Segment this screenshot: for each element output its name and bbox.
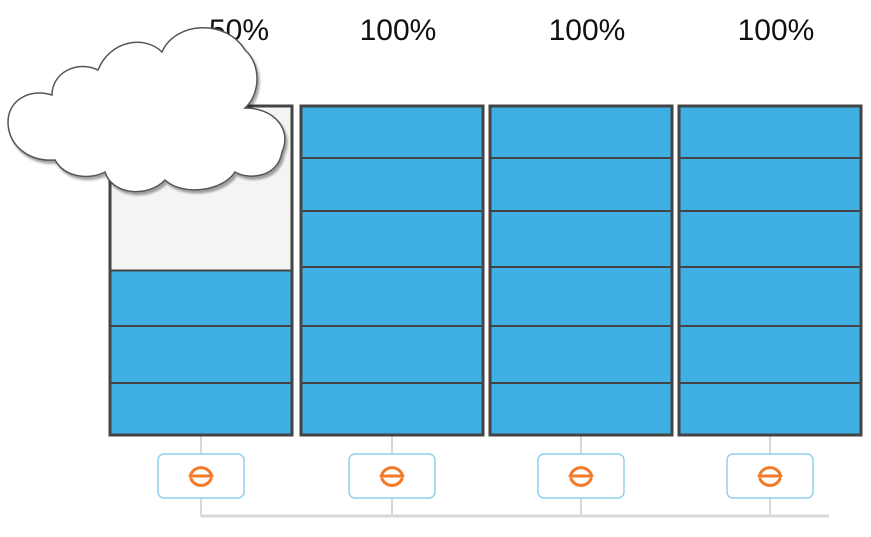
panel-output-label: 100%	[549, 14, 626, 47]
wiring	[200, 435, 829, 518]
power-optimizers	[157, 453, 814, 499]
solar-panel-4	[677, 104, 863, 437]
panel-frame	[677, 104, 863, 437]
panel-output-label: 100%	[360, 14, 437, 47]
power-optimizer-2	[348, 453, 436, 499]
panel-active-cells	[301, 106, 483, 435]
panel-output-label: 100%	[738, 14, 815, 47]
power-optimizer-4	[726, 453, 814, 499]
panel-active-cells	[490, 106, 672, 435]
power-optimizer-icon	[188, 466, 214, 487]
solar-panel-3	[488, 104, 674, 437]
panel-frame	[299, 104, 485, 437]
panel-frame	[488, 104, 674, 437]
power-optimizer-icon	[757, 466, 783, 487]
panel-active-cells	[110, 270, 292, 435]
power-optimizer-3	[537, 453, 625, 499]
power-optimizer-icon	[379, 466, 405, 487]
power-optimizer-icon	[568, 466, 594, 487]
panel-active-cells	[679, 106, 861, 435]
solar-panel-2	[299, 104, 485, 437]
output-labels: 50%100%100%100%	[209, 14, 814, 47]
power-optimizer-1	[157, 453, 245, 499]
cloud-icon	[7, 26, 286, 193]
